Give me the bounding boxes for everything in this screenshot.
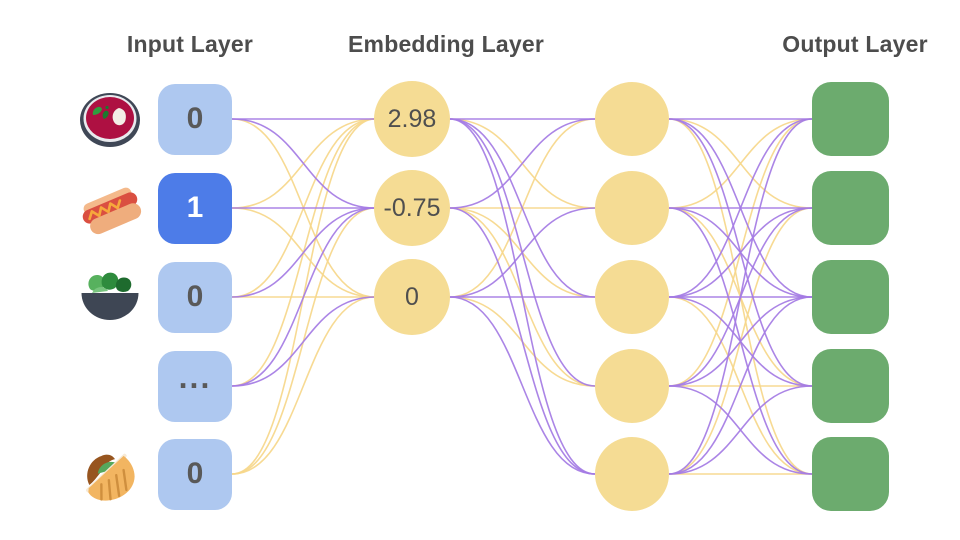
hidden-node-2: [595, 171, 669, 245]
embedding-node-2: -0.75: [374, 170, 450, 246]
output-node-3: [812, 260, 889, 334]
output-node-1: [812, 82, 889, 156]
hot-dog-icon: [78, 176, 142, 240]
input-node-borscht: 0: [158, 83, 232, 155]
input-node-salad: 0: [158, 261, 232, 333]
embedding-node-1: 2.98: [374, 81, 450, 157]
embedding-node-value: 2.98: [387, 104, 437, 133]
input-node-value: 0: [186, 457, 204, 490]
hidden-node-4: [595, 349, 669, 423]
embedding-node-value: 0: [405, 282, 419, 311]
output-node-2: [812, 171, 889, 245]
stuffed-flatbread-icon: [78, 442, 142, 506]
output-layer-title: Output Layer: [782, 31, 928, 57]
green-salad-icon: [78, 265, 142, 329]
embedding-layer-title: Embedding Layer: [348, 31, 544, 57]
borscht-soup-icon: [78, 87, 142, 151]
input-node-value: 1: [186, 191, 204, 224]
hidden-node-5: [595, 437, 669, 511]
input-node-value: ...: [178, 358, 212, 395]
hidden-node-3: [595, 260, 669, 334]
input-node-value: 0: [186, 102, 204, 135]
input-layer-title: Input Layer: [126, 31, 254, 57]
input-node-hot-dog-active: 1: [158, 172, 232, 244]
embedding-node-value: -0.75: [383, 193, 441, 222]
input-node-flatbread: 0: [158, 438, 232, 510]
output-node-4: [812, 349, 889, 423]
hidden-node-1: [595, 82, 669, 156]
input-node-ellipsis: ...: [158, 350, 232, 422]
embedding-node-3: 0: [374, 259, 450, 335]
input-node-value: 0: [186, 280, 204, 313]
output-node-5: [812, 437, 889, 511]
